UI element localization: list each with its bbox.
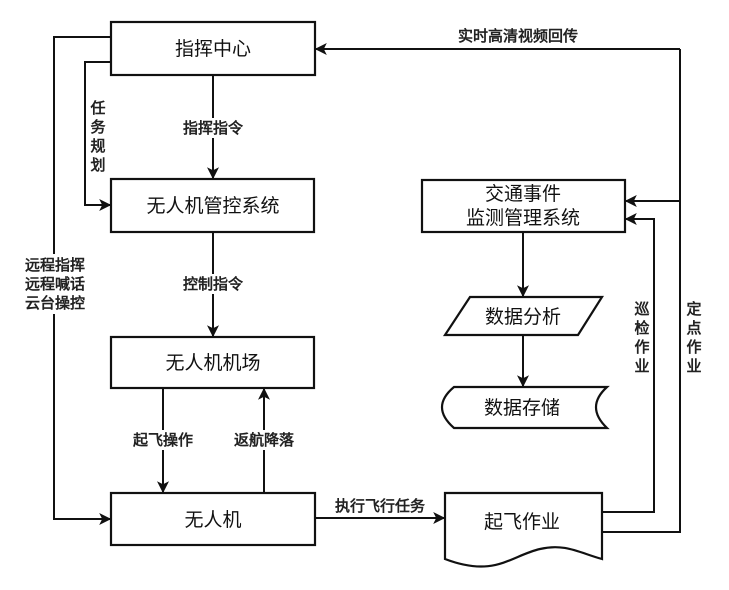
edge-patrol-operation-line	[602, 213, 655, 513]
edge-fixed-point-operation-line	[602, 49, 681, 533]
node-command-center: 指挥中心	[109, 20, 317, 77]
edge-mission-planning-line	[84, 61, 112, 211]
edge-label-command-instruction: 指挥指令	[183, 119, 244, 137]
node-uav-airport-label: 无人机机场	[165, 352, 260, 374]
edge-label-mission-planning-char-2: 务	[90, 118, 106, 136]
edge-remote-control: 远程指挥 远程喊话 云台操控	[18, 36, 112, 525]
edge-label-execute-flight-mission: 执行飞行任务	[335, 497, 426, 515]
edge-label-realtime-hd-video: 实时高清视频回传	[458, 27, 578, 45]
edge-label-fixed-point-char-2: 点	[686, 319, 701, 337]
edge-label-remote-broadcast: 远程喊话	[25, 275, 85, 293]
node-traffic-event-system: 交通事件 监测管理系统	[420, 178, 627, 234]
node-uav-control-system-box	[109, 177, 316, 234]
edge-label-control-instruction: 控制指令	[183, 275, 244, 293]
node-uav-airport-box	[109, 335, 316, 390]
node-uav-label: 无人机	[184, 509, 241, 531]
node-data-storage-shape	[440, 385, 610, 430]
node-traffic-event-system-box	[420, 178, 627, 234]
edge-label-patrol-char-3: 作	[634, 338, 649, 356]
node-traffic-event-system-label-line-2: 监测管理系统	[466, 207, 580, 229]
node-data-analysis-parallelogram	[442, 295, 604, 337]
edge-label-gimbal-control: 云台操控	[25, 294, 85, 312]
edge-uav-to-airport: 返航降落	[227, 387, 301, 493]
node-takeoff-operation-document	[443, 491, 604, 568]
node-command-center-box	[109, 20, 317, 77]
edge-control-to-airport: 控制指令	[176, 232, 250, 338]
edge-label-return-landing: 返航降落	[234, 431, 295, 449]
edge-label-remote-command: 远程指挥	[25, 256, 85, 274]
edge-label-fixed-point-char-3: 作	[686, 338, 701, 356]
node-data-storage: 数据存储	[440, 385, 610, 430]
node-uav-control-system-label: 无人机管控系统	[146, 195, 279, 217]
node-uav-control-system: 无人机管控系统	[109, 177, 316, 234]
edge-label-patrol-char-4: 业	[634, 357, 649, 375]
edge-uav-to-takeoff: 执行飞行任务	[315, 497, 446, 524]
node-data-analysis: 数据分析	[442, 295, 604, 337]
node-traffic-event-system-label-line-1: 交通事件	[485, 183, 561, 205]
edge-label-mission-planning-char-1: 任	[89, 99, 105, 117]
node-uav: 无人机	[109, 491, 317, 547]
edge-video-feedback: 实时高清视频回传	[314, 27, 680, 55]
edge-label-patrol-char-2: 检	[634, 319, 649, 337]
edge-airport-to-uav: 起飞操作	[126, 388, 200, 494]
edge-mission-planning: 任 务 规 划	[84, 61, 112, 211]
edge-command-to-control: 指挥指令	[176, 75, 250, 180]
node-command-center-label: 指挥中心	[175, 38, 251, 60]
edge-fixed-point-operation: 定 点 作 业	[602, 49, 702, 533]
node-uav-airport: 无人机机场	[109, 335, 316, 390]
node-data-analysis-label: 数据分析	[485, 306, 561, 328]
node-takeoff-operation-label: 起飞作业	[484, 511, 560, 533]
edge-label-patrol-char-1: 巡	[634, 300, 649, 318]
edge-label-mission-planning-char-3: 规	[90, 137, 105, 155]
edge-patrol-operation: 巡 检 作 业	[602, 213, 655, 513]
edge-label-fixed-point-char-1: 定	[686, 300, 701, 318]
node-uav-box	[109, 491, 317, 547]
node-data-storage-label: 数据存储	[484, 397, 560, 419]
edge-label-fixed-point-char-4: 业	[686, 357, 701, 375]
edge-label-mission-planning-char-4: 划	[90, 156, 105, 174]
edge-label-takeoff-operation: 起飞操作	[132, 431, 193, 449]
node-takeoff-operation: 起飞作业	[443, 491, 604, 568]
